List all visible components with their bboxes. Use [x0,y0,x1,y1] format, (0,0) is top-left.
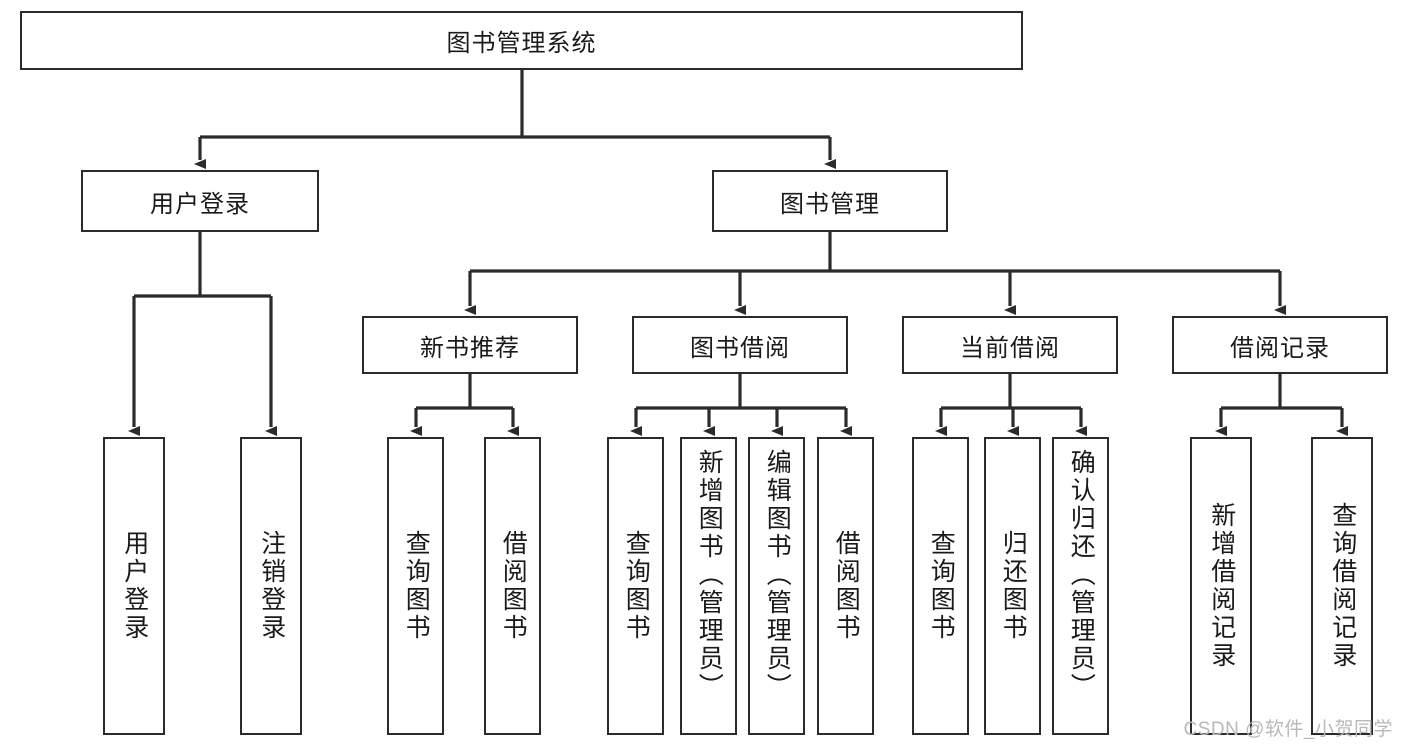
node-leaf-user-login-label: 用户登录 [120,530,149,642]
node-user-login-label: 用户登录 [150,190,250,218]
node-leaf-query-record[interactable]: 查询借阅记录 [1311,437,1373,735]
node-leaf-borrow-book-2[interactable]: 借阅图书 [817,437,874,735]
node-leaf-confirm-return-label: 确认归还（管理员） [1067,449,1096,701]
node-leaf-edit-book-label: 编辑图书（管理员） [763,449,792,701]
node-current-borrow-label: 当前借阅 [960,334,1060,362]
node-user-login[interactable]: 用户登录 [81,170,319,232]
node-borrow-record-label: 借阅记录 [1230,334,1330,362]
node-leaf-edit-book[interactable]: 编辑图书（管理员） [748,437,805,735]
node-leaf-query-book-2[interactable]: 查询图书 [607,437,664,735]
node-leaf-query-book-2-label: 查询图书 [622,530,651,642]
node-leaf-confirm-return[interactable]: 确认归还（管理员） [1052,437,1109,735]
node-borrow-record[interactable]: 借阅记录 [1172,316,1388,374]
node-new-book-rec-label: 新书推荐 [420,334,520,362]
node-book-borrow-label: 图书借阅 [690,334,790,362]
node-new-book-rec[interactable]: 新书推荐 [362,316,578,374]
node-leaf-return-book-label: 归还图书 [999,530,1028,642]
node-book-borrow[interactable]: 图书借阅 [632,316,848,374]
node-leaf-borrow-book-1[interactable]: 借阅图书 [484,437,541,735]
node-leaf-borrow-book-1-label: 借阅图书 [499,530,528,642]
node-leaf-query-book-3[interactable]: 查询图书 [912,437,969,735]
node-leaf-query-book-3-label: 查询图书 [927,530,956,642]
node-root[interactable]: 图书管理系统 [20,11,1023,70]
node-book-manage[interactable]: 图书管理 [712,170,948,232]
node-leaf-add-record-label: 新增借阅记录 [1207,502,1236,670]
node-current-borrow[interactable]: 当前借阅 [902,316,1118,374]
node-leaf-borrow-book-2-label: 借阅图书 [832,530,861,642]
node-leaf-query-record-label: 查询借阅记录 [1328,502,1357,670]
node-leaf-user-login[interactable]: 用户登录 [103,437,165,735]
node-leaf-query-book-1[interactable]: 查询图书 [387,437,444,735]
node-leaf-query-book-1-label: 查询图书 [402,530,431,642]
node-leaf-logout[interactable]: 注销登录 [240,437,302,735]
node-leaf-add-book[interactable]: 新增图书（管理员） [680,437,737,735]
node-leaf-return-book[interactable]: 归还图书 [984,437,1041,735]
node-leaf-add-record[interactable]: 新增借阅记录 [1190,437,1252,735]
node-root-label: 图书管理系统 [446,30,597,57]
node-leaf-logout-label: 注销登录 [257,530,286,642]
node-book-manage-label: 图书管理 [780,190,880,218]
watermark-text: CSDN @软件_小贺同学 [1183,719,1393,740]
node-leaf-add-book-label: 新增图书（管理员） [695,449,724,701]
